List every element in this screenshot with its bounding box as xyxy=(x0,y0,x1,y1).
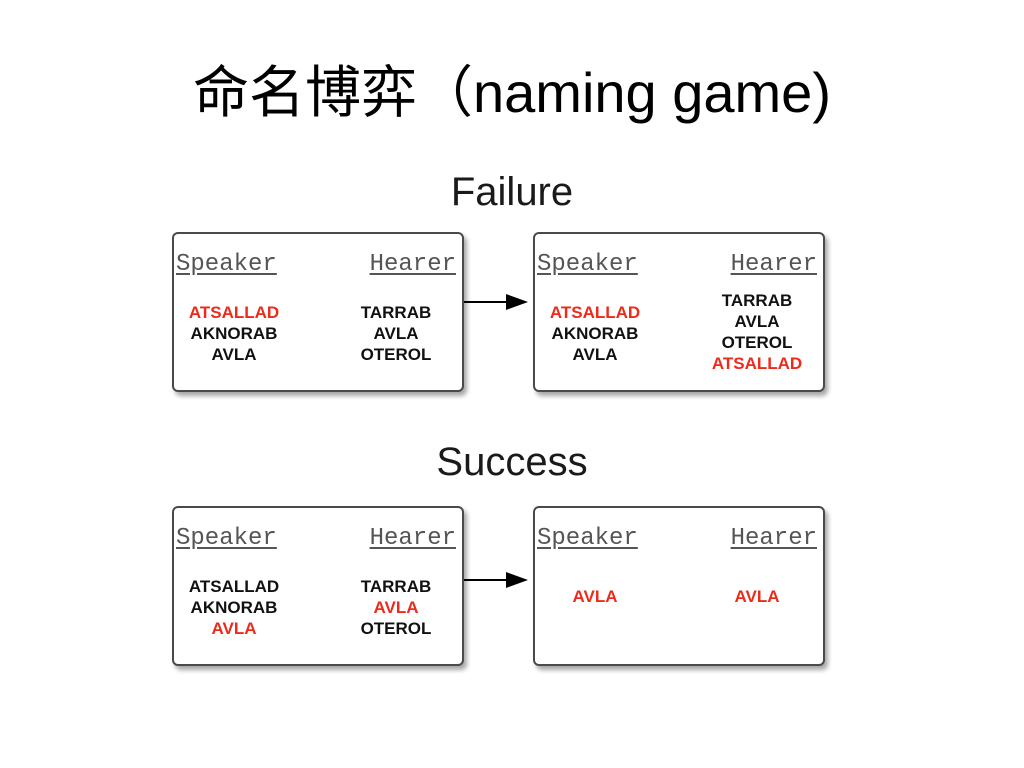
hearer-word: OTEROL xyxy=(721,333,793,352)
hearer-label: Hearer xyxy=(730,251,817,278)
hearer-word-list: TARRAB AVLA OTEROL xyxy=(336,576,456,639)
speaker-word: AKNORAB xyxy=(551,324,639,343)
failure-after-box: Speaker Hearer ATSALLAD AKNORAB AVLA TAR… xyxy=(533,232,825,392)
title-cjk: 命名博弈（ xyxy=(193,61,474,126)
success-before-box: Speaker Hearer ATSALLAD AKNORAB AVLA TAR… xyxy=(172,506,464,666)
hearer-word: OTEROL xyxy=(360,345,432,364)
page-title: 命名博弈（naming game) xyxy=(0,58,1024,129)
right-arrow-icon xyxy=(464,572,528,588)
speaker-word-list: ATSALLAD AKNORAB AVLA xyxy=(174,576,294,639)
speaker-word: ATSALLAD xyxy=(188,577,280,596)
speaker-word: AVLA xyxy=(572,345,618,364)
hearer-word: AVLA xyxy=(373,324,419,343)
speaker-word: AKNORAB xyxy=(190,598,278,617)
success-after-box: Speaker Hearer AVLA AVLA xyxy=(533,506,825,666)
speaker-word: AVLA xyxy=(572,587,618,606)
hearer-word: AVLA xyxy=(734,312,780,331)
hearer-label: Hearer xyxy=(369,525,456,552)
hearer-label: Hearer xyxy=(369,251,456,278)
failure-before-box: Speaker Hearer ATSALLAD AKNORAB AVLA TAR… xyxy=(172,232,464,392)
speaker-label: Speaker xyxy=(537,525,638,552)
speaker-word-list: AVLA xyxy=(535,586,655,607)
speaker-word: AVLA xyxy=(211,345,257,364)
speaker-word: ATSALLAD xyxy=(549,303,641,322)
hearer-word: AVLA xyxy=(734,587,780,606)
hearer-label: Hearer xyxy=(730,525,817,552)
title-latin: naming game) xyxy=(473,61,831,124)
failure-heading: Failure xyxy=(450,170,574,214)
speaker-word: AVLA xyxy=(211,619,257,638)
hearer-word: AVLA xyxy=(373,598,419,617)
speaker-label: Speaker xyxy=(176,525,277,552)
speaker-word: AKNORAB xyxy=(190,324,278,343)
speaker-word-list: ATSALLAD AKNORAB AVLA xyxy=(535,302,655,365)
speaker-label: Speaker xyxy=(537,251,638,278)
hearer-word-list: TARRAB AVLA OTEROL xyxy=(336,302,456,365)
hearer-word: OTEROL xyxy=(360,619,432,638)
hearer-word-list: AVLA xyxy=(697,586,817,607)
hearer-word-list: TARRAB AVLA OTEROL ATSALLAD xyxy=(697,290,817,374)
hearer-word: ATSALLAD xyxy=(711,354,803,373)
right-arrow-icon xyxy=(464,294,528,310)
hearer-word: TARRAB xyxy=(721,291,793,310)
speaker-label: Speaker xyxy=(176,251,277,278)
hearer-word: TARRAB xyxy=(360,577,432,596)
speaker-word-list: ATSALLAD AKNORAB AVLA xyxy=(174,302,294,365)
hearer-word: TARRAB xyxy=(360,303,432,322)
success-heading: Success xyxy=(436,440,588,484)
speaker-word: ATSALLAD xyxy=(188,303,280,322)
